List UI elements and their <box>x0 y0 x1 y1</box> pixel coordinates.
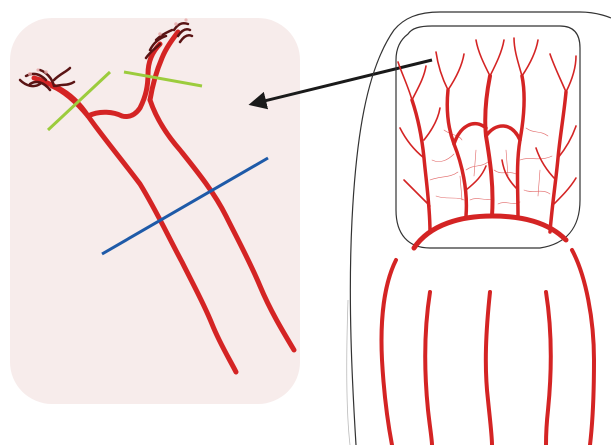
trunk-center <box>485 76 492 216</box>
finger-left-edge-extension <box>347 300 350 445</box>
tip-dot <box>184 18 187 21</box>
branch <box>550 54 566 92</box>
branch <box>536 148 556 180</box>
mesh-line <box>436 196 464 200</box>
trunk-center-right <box>518 76 525 216</box>
fingertip-nailfold-overview <box>347 12 611 445</box>
nail-bed-capillary-network <box>398 38 576 232</box>
arch-center <box>454 124 486 144</box>
mesh-line <box>474 150 476 176</box>
mesh-line <box>430 172 458 180</box>
nailfold-arch <box>414 216 566 248</box>
mesh-line <box>432 154 454 162</box>
pad-vessel-left-inner <box>425 292 432 445</box>
arch-center-right <box>486 126 520 140</box>
branch <box>502 160 518 190</box>
trunk-left <box>412 100 430 232</box>
tip-dot <box>28 72 32 76</box>
pad-vessel-center <box>486 292 492 445</box>
branch <box>514 38 522 76</box>
mesh-line <box>526 128 548 136</box>
branch <box>436 52 448 90</box>
pad-vessel-left-outer <box>382 260 396 445</box>
pad-vessel-right-inner <box>546 292 551 445</box>
tip-dot <box>36 68 39 71</box>
tip-dot <box>44 70 48 74</box>
tip-dot <box>174 22 178 26</box>
tip-dot <box>158 32 162 36</box>
trunk-center-left <box>447 90 466 216</box>
branch <box>412 66 426 100</box>
trunk-right <box>550 92 566 232</box>
mesh-line <box>506 150 508 176</box>
branch <box>476 40 490 76</box>
branch <box>490 40 504 76</box>
mesh-line <box>470 198 494 200</box>
pad-vessel-right-outer <box>572 250 594 445</box>
mesh-line <box>538 170 540 196</box>
magnified-capillary-inset <box>10 18 300 404</box>
branch <box>566 56 576 92</box>
branch <box>466 166 486 190</box>
mesh-line <box>520 156 552 160</box>
mesh-line <box>524 190 550 194</box>
branch <box>448 54 464 90</box>
branch <box>424 108 440 140</box>
branch <box>522 40 538 76</box>
mesh-line <box>460 176 462 200</box>
